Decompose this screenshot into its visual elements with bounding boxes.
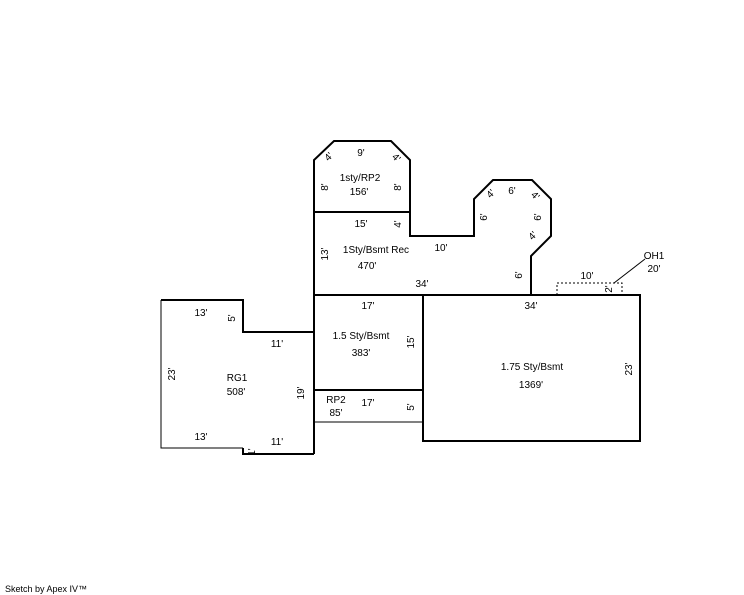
dim-rg-left: 23' [167,367,178,380]
dim-rec-mid: 10' [434,243,447,254]
dim-rec-step: 4' [393,220,404,228]
story-175-outline [314,294,641,442]
dim-rg-jog: 1' [247,448,258,456]
sketch-credit: Sketch by Apex IV™ [5,584,88,594]
dim-s15-right: 15' [406,335,417,348]
rp2-upper-area: 156' [350,187,369,198]
dim-bay-diag-br: 4' [527,230,540,243]
dim-rg-mid: 11' [271,339,283,350]
dim-bay-left: 6' [479,213,490,221]
dim-rg-bottom2: 11' [271,437,283,448]
oh1-area: 20' [647,264,660,275]
rg1-outline [161,299,314,333]
dim-rp2l-right: 5' [406,403,417,411]
rp2-lower-area: 85' [329,408,342,419]
story-175-name: 1.75 Sty/Bsmt [501,362,563,373]
rp2-lower-name: RP2 [326,395,346,406]
dim-s175-top: 34' [524,301,537,312]
oh1-leader-line [613,258,646,284]
dim-bay-down: 6' [514,271,525,279]
dim-oh-width: 10' [580,271,593,282]
dim-rec-left: 13' [320,247,331,260]
dim-bay-top: 6' [508,186,516,197]
oh1-outline [556,282,623,295]
dim-rg-top: 13' [194,308,207,319]
story-15-name: 1.5 Sty/Bsmt [333,331,390,342]
rg1-area: 508' [227,387,246,398]
dim-rp2l-top: 17' [361,398,374,409]
story-175-area: 1369' [519,380,543,391]
dim-rec-bottom: 34' [415,279,428,290]
story-15-area: 383' [352,348,371,359]
rg1-name: RG1 [227,373,248,384]
rg1-outline-thin [160,300,243,449]
oh1-name: OH1 [644,251,665,262]
dim-rg-bottom: 13' [194,432,207,443]
dim-bay-diag-tl: 4' [485,188,498,201]
dim-rec-top: 15' [354,219,367,230]
dim-rg-right: 19' [296,386,307,399]
dim-rp2-diag-left: 4' [323,151,336,164]
dim-bay-diag-tr: 4' [528,190,541,203]
dim-bay-right: 6' [533,213,544,221]
dim-rp2-right: 8' [393,183,404,191]
dim-s175-right: 23' [624,362,635,375]
dim-rp2-left: 8' [320,183,331,191]
rp2-upper-name: 1sty/RP2 [340,173,381,184]
rg1-bottom [242,448,314,455]
dim-rp2-top: 9' [357,148,365,159]
rec-area: 470' [358,261,377,272]
dim-s15-top: 17' [361,301,374,312]
rec-name: 1Sty/Bsmt Rec [343,245,409,256]
dim-oh-depth: 2' [604,285,615,293]
dim-rg-notch: 5' [227,314,238,322]
dim-rp2-diag-right: 4' [389,152,402,165]
